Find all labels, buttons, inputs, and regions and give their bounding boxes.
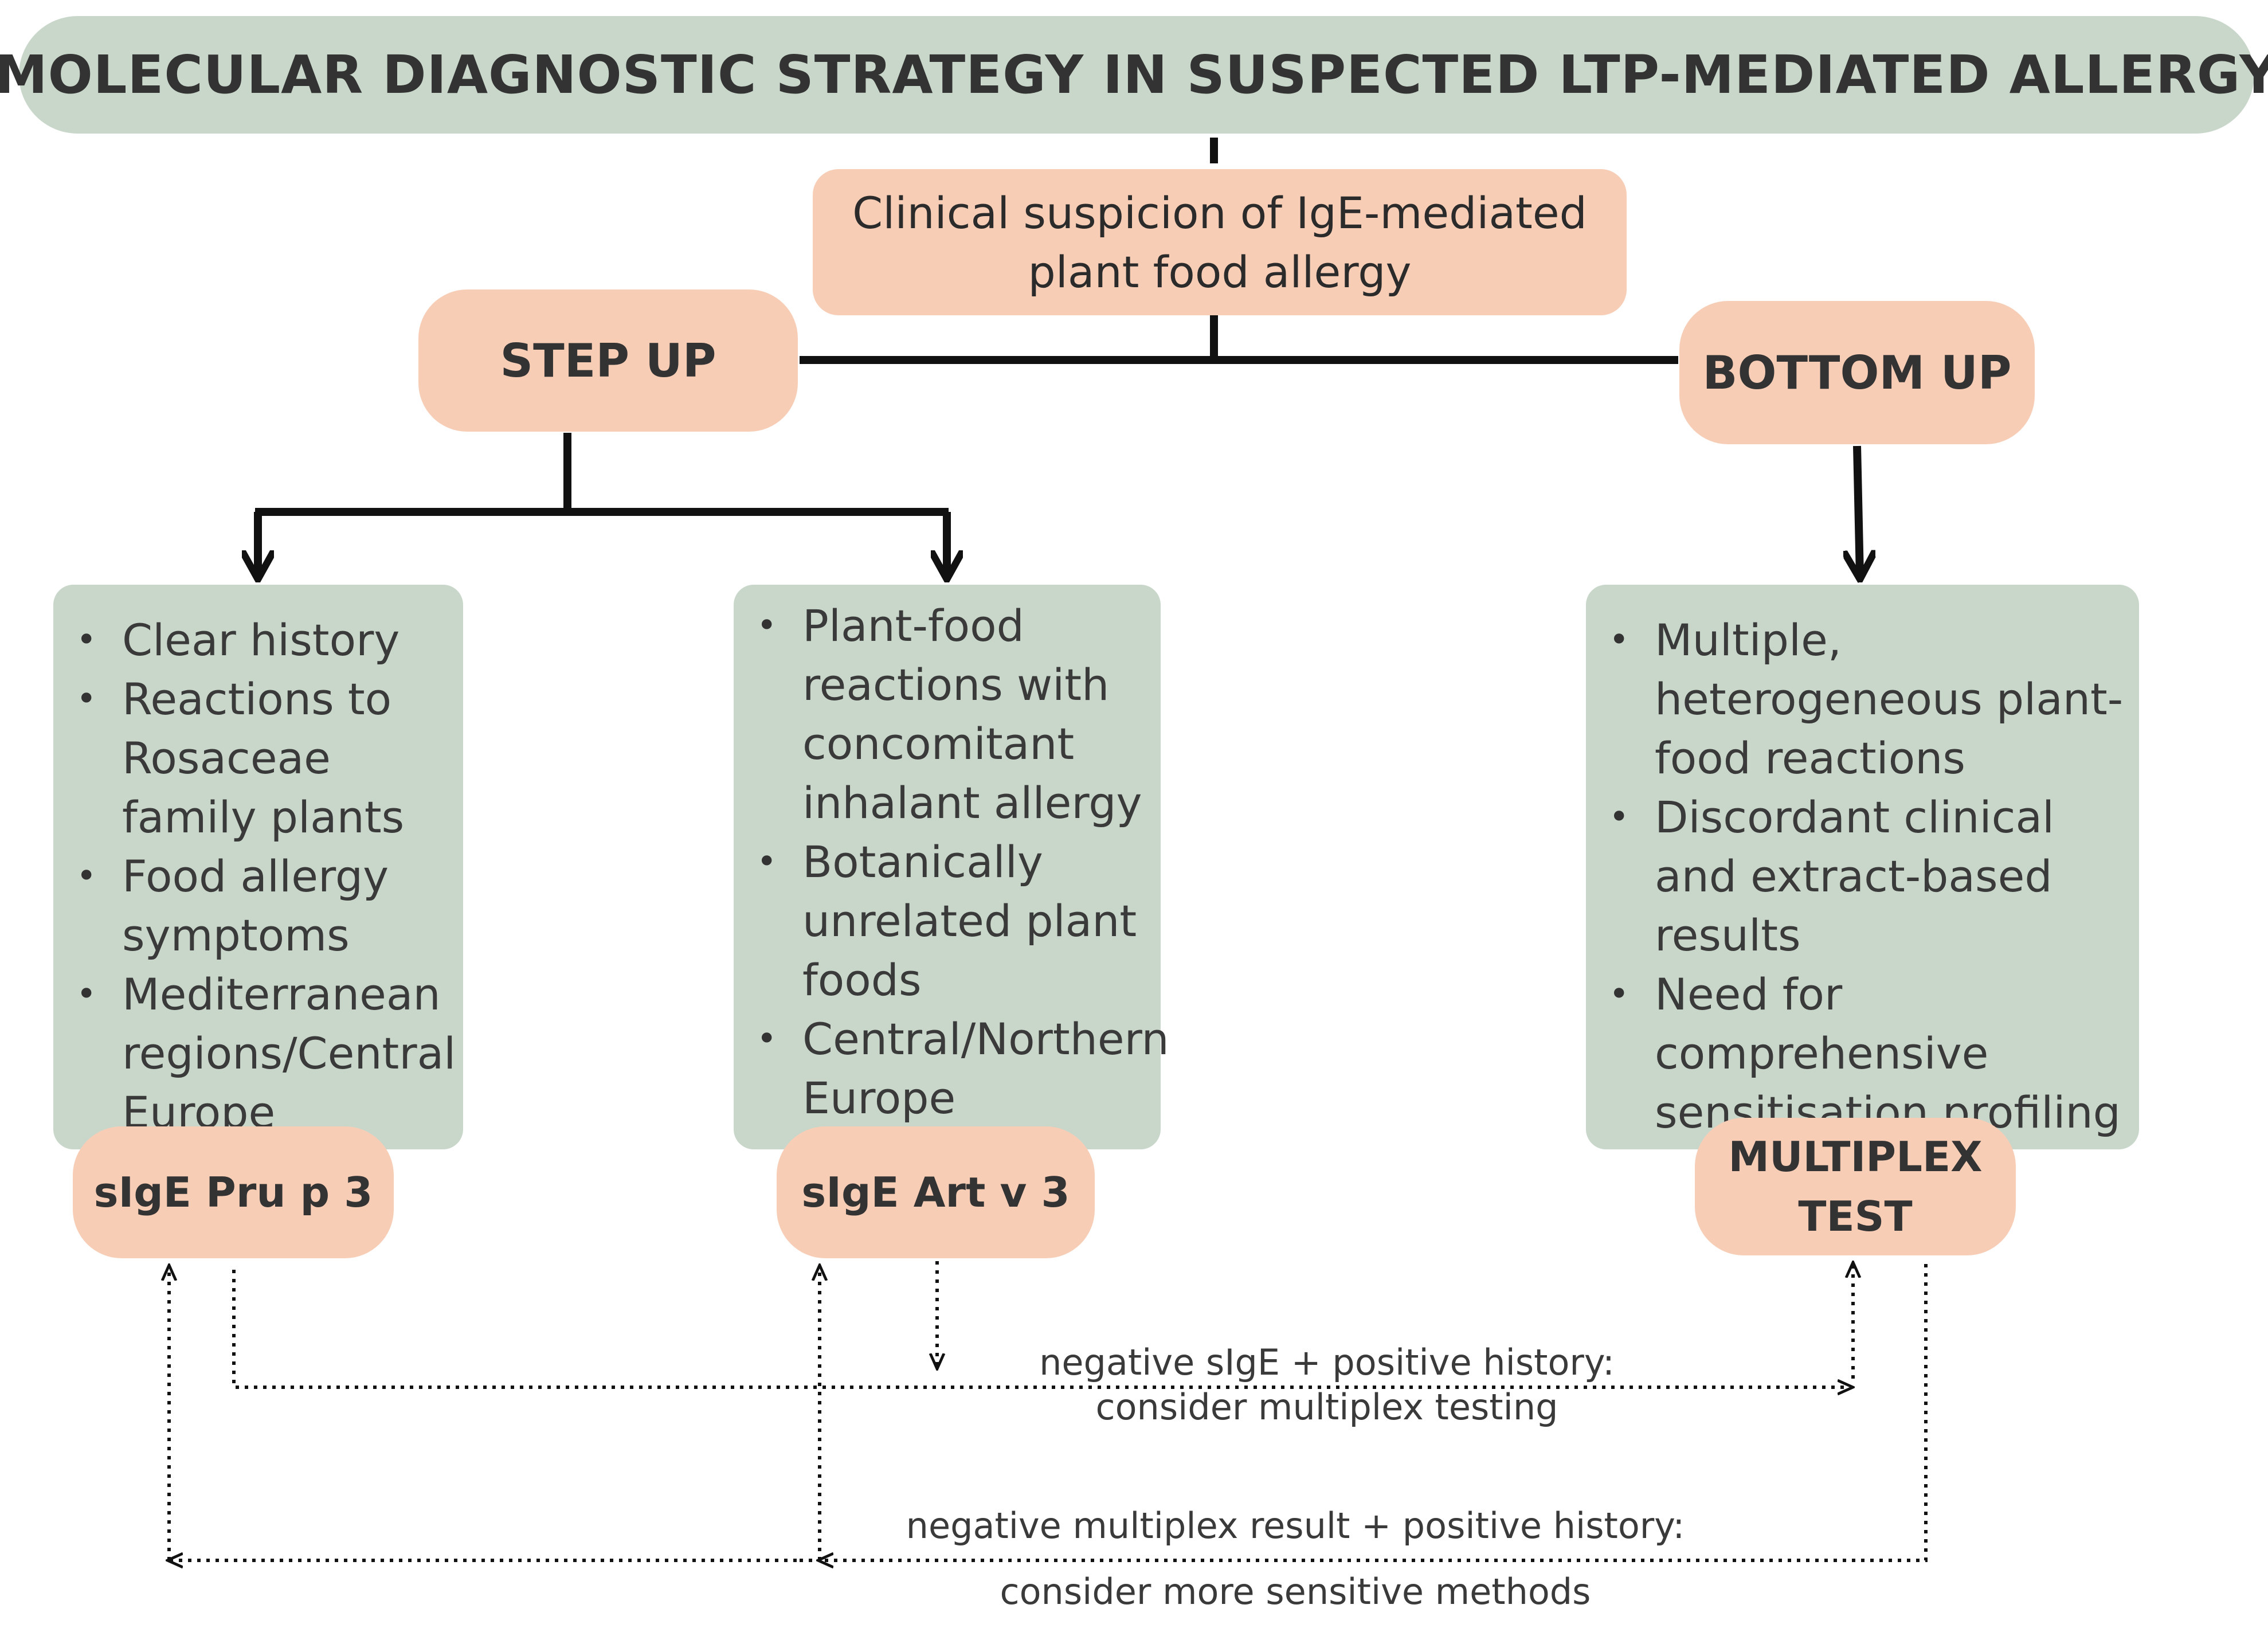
criteria-item: Reactions to Rosaceae family plants [65, 670, 463, 847]
criteria-item: Discordant clinical and extract-based re… [1597, 788, 2128, 965]
step-up-node: STEP UP [418, 289, 798, 432]
criteria-list-art: Plant-food reactions with concomitant in… [745, 596, 1169, 1128]
diagram-title: MOLECULAR DIAGNOSTIC STRATEGY IN SUSPECT… [0, 16, 2268, 134]
test-node-multiplex: MULTIPLEX TEST [1695, 1118, 2016, 1255]
criteria-item: Clear history [65, 610, 463, 670]
criteria-box-multiplex: Multiple, heterogeneous plant-food react… [1586, 585, 2139, 1149]
criteria-list-multiplex: Multiple, heterogeneous plant-food react… [1597, 610, 2128, 1142]
criteria-item: Food allergy symptoms [65, 847, 463, 965]
note-upper-line1: negative sIgE + positive history: [1039, 1341, 1615, 1383]
dotted-pru-to-multiplex [232, 1270, 1851, 1387]
start-node: Clinical suspicion of IgE-mediated plant… [813, 169, 1627, 315]
note-lower-line2: consider more sensitive methods [1000, 1571, 1591, 1613]
test-node-multiplex-line2: TEST [1798, 1192, 1913, 1240]
test-node-multiplex-line1: MULTIPLEX [1728, 1133, 1983, 1181]
criteria-item: Central/Northern Europe [745, 1009, 1169, 1128]
criteria-box-pru: Clear history Reactions to Rosaceae fami… [53, 585, 463, 1149]
criteria-box-art: Plant-food reactions with concomitant in… [734, 585, 1169, 1149]
test-node-pru: sIgE Pru p 3 [73, 1126, 394, 1258]
note-upper-line2: consider multiplex testing [1095, 1386, 1558, 1428]
start-node-line1: Clinical suspicion of IgE-mediated [852, 187, 1587, 238]
note-lower-line1: negative multiplex result + positive his… [906, 1505, 1685, 1547]
test-node-art: sIgE Art v 3 [777, 1126, 1095, 1258]
criteria-item: Botanically unrelated plant foods [745, 832, 1161, 1009]
dotted-multiplex-return [820, 1264, 1928, 1560]
criteria-item: Multiple, heterogeneous plant-food react… [1597, 610, 2128, 788]
criteria-item: Need for comprehensive sensitisation pro… [1597, 965, 2128, 1142]
bottom-up-node: BOTTOM UP [1679, 301, 2035, 444]
start-node-line2: plant food allergy [1028, 246, 1412, 298]
criteria-item: Mediterranean regions/Central Europe [65, 965, 463, 1142]
criteria-item: Plant-food reactions with concomitant in… [745, 596, 1161, 832]
criteria-list-pru: Clear history Reactions to Rosaceae fami… [65, 610, 463, 1142]
arrow-to-criteria-multiplex [1857, 445, 1860, 576]
